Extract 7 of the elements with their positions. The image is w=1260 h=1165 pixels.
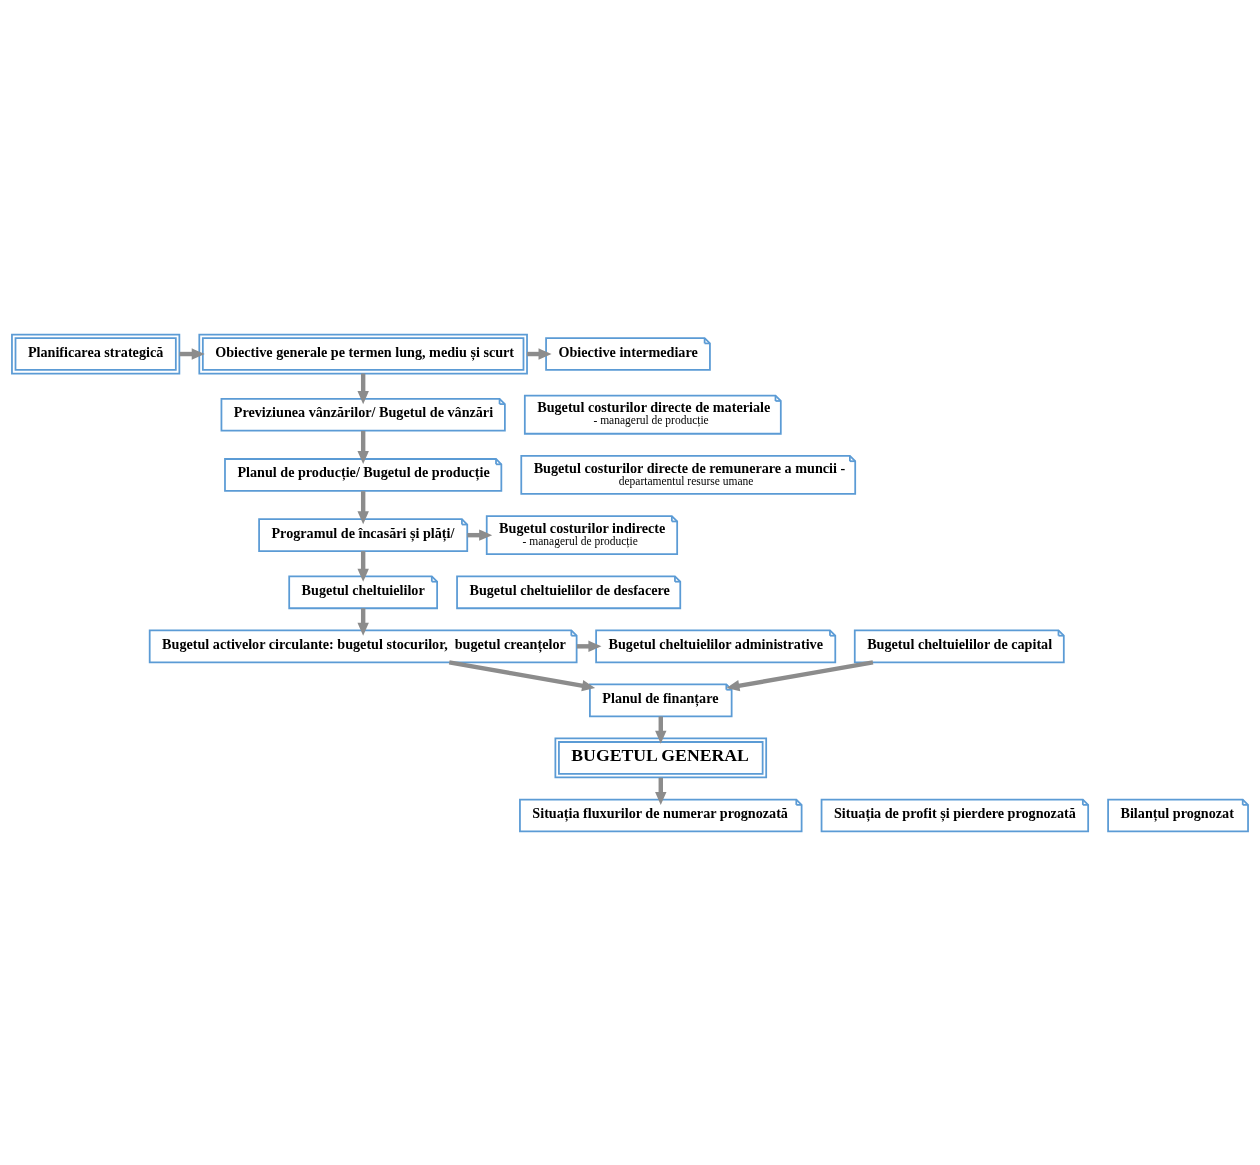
arrow	[357, 550, 369, 582]
arrow	[726, 659, 874, 691]
arrow	[576, 640, 602, 652]
arrow	[357, 373, 369, 404]
arrow	[448, 659, 596, 691]
arrow	[357, 430, 369, 464]
arrow	[357, 490, 369, 524]
